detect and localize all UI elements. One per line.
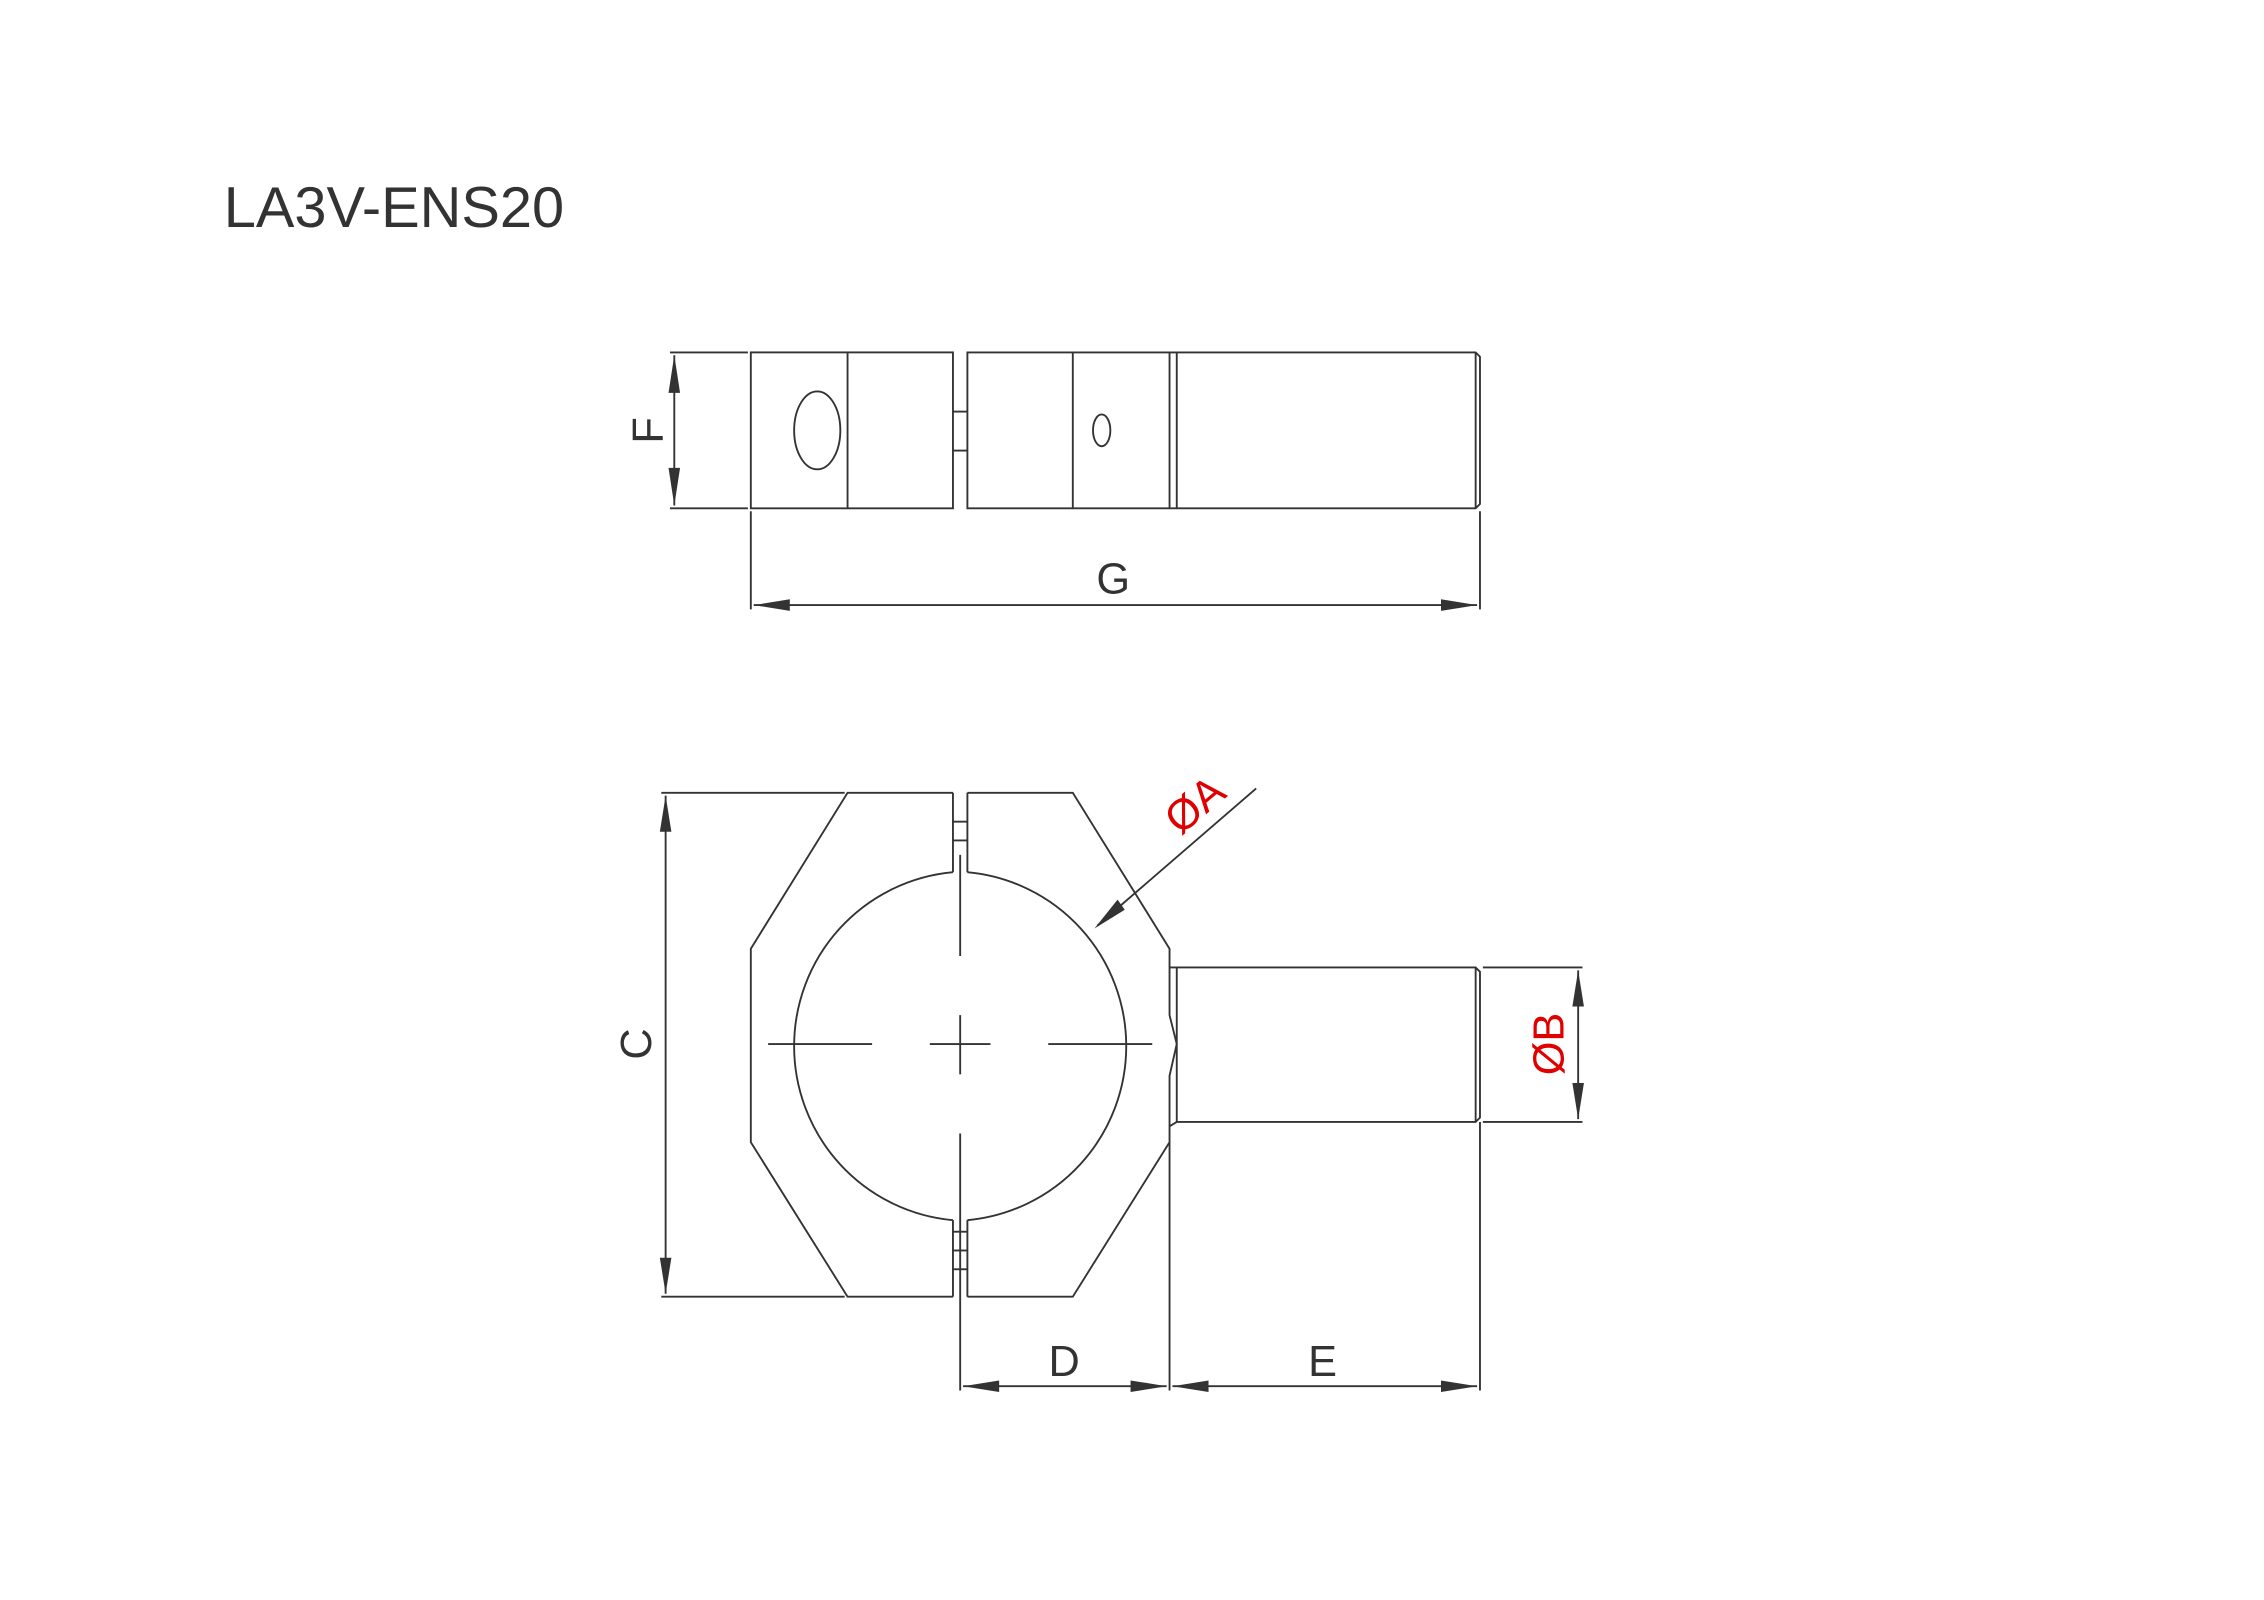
part-number-title: LA3V-ENS20 (224, 176, 564, 240)
front-view (749, 791, 1481, 1391)
bore-circle (793, 871, 954, 1222)
dimension-c: C (613, 791, 845, 1298)
dimension-d: D (963, 1338, 1167, 1392)
dimension-e: E (1172, 1338, 1478, 1392)
label-e: E (1308, 1338, 1337, 1386)
label-c: C (613, 1028, 661, 1059)
dimension-phi-a: ØA (1094, 767, 1257, 929)
label-g: G (1096, 556, 1130, 604)
label-d: D (1048, 1338, 1079, 1386)
dimension-phi-b: ØB (1482, 966, 1584, 1123)
label-f: F (625, 417, 673, 443)
dimension-f: F (625, 351, 748, 510)
dimension-g: G (749, 511, 1481, 611)
label-phi-b: ØB (1526, 1013, 1574, 1076)
screw-hole (1092, 413, 1112, 448)
label-phi-a: ØA (1156, 767, 1235, 844)
top-view (749, 351, 1481, 510)
bore-hole (793, 390, 842, 471)
